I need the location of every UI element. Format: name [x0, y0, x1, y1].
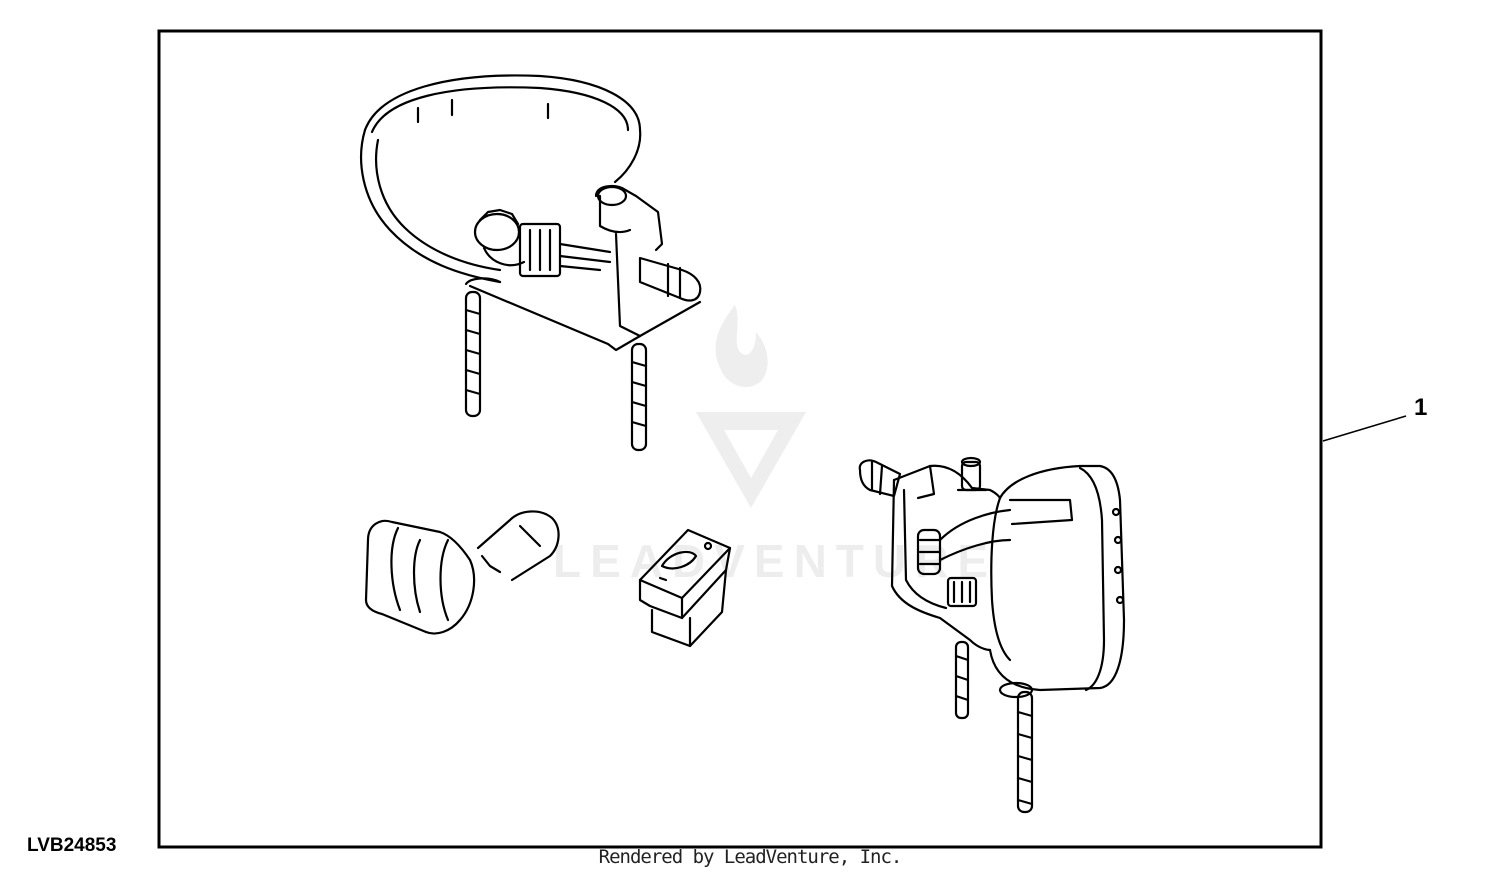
rocker-switch-part [638, 528, 732, 648]
figure-id-label: LVB24853 [27, 835, 117, 856]
watermark-text: LEADVENTURE [552, 535, 998, 587]
callout-number: 1 [1414, 394, 1428, 421]
bulb-part [364, 510, 560, 635]
watermark-logo [696, 305, 806, 508]
upper-headlight-assembly [360, 74, 702, 452]
callout-leader-line [1322, 415, 1407, 442]
right-headlight-assembly [858, 456, 1126, 814]
footer-credit: Rendered by LeadVenture, Inc. [598, 846, 903, 868]
diagram-frame [157, 29, 1323, 849]
